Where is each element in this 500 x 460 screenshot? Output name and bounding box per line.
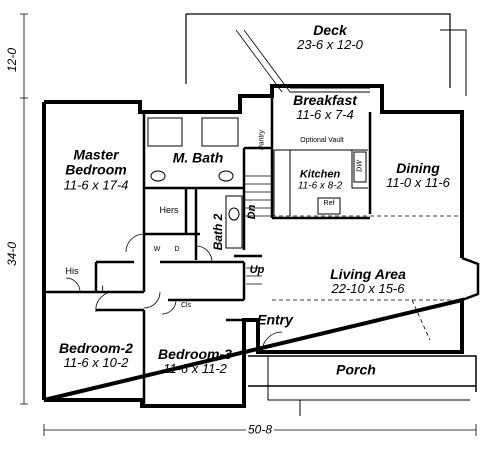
- deck-name: Deck: [313, 22, 347, 39]
- breakfast-label: Breakfast 11-6 x 7-4: [293, 92, 357, 123]
- breakfast-name: Breakfast: [293, 92, 357, 109]
- dimension-lines: [20, 13, 477, 436]
- porch-outline: [248, 355, 477, 392]
- stairs: [244, 175, 272, 285]
- bath2-name: Bath 2: [211, 213, 225, 251]
- optional-vault-label: Optional Vault: [300, 137, 344, 145]
- kitchen-size: 11-6 x 8-2: [297, 180, 343, 192]
- dishwasher-label: DW: [356, 160, 364, 172]
- kitchen-counters: [273, 149, 368, 216]
- door-swings: [65, 233, 283, 353]
- dryer-label: D: [174, 246, 180, 254]
- deck-depth-dimension: 12-0: [5, 47, 19, 73]
- deck-stair: [235, 29, 291, 93]
- master-bedroom-size: 11-6 x 17-4: [63, 177, 129, 193]
- bedroom3-size: 11-6 x 11-2: [163, 361, 227, 377]
- master-bath-name: M. Bath: [170, 149, 226, 166]
- deck-railing: [440, 29, 467, 96]
- porch-name: Porch: [336, 361, 376, 378]
- dining-size: 11-0 x 11-6: [386, 175, 450, 191]
- hers-closet-label: Hers: [159, 205, 179, 216]
- living-area-label: Living Area 22-10 x 15-6: [330, 266, 406, 297]
- bedroom3-label: Bedroom-3 11-6 x 11-2: [158, 346, 232, 377]
- closet-label: Cls: [180, 302, 192, 310]
- kitchen-name: Kitchen: [299, 168, 341, 181]
- master-bedroom-label: Master Bedroom 11-6 x 17-4: [64, 147, 129, 192]
- house-depth-dimension: 34-0: [5, 241, 19, 267]
- washer-label: W: [153, 246, 161, 254]
- stairs-down-label: Dn: [246, 204, 258, 220]
- stairs-up-label: Up: [249, 263, 265, 276]
- bedroom2-label: Bedroom-2 11-6 x 10-2: [59, 340, 133, 371]
- bath-fixtures: [147, 117, 243, 249]
- deck-label: Deck 23-6 x 12-0: [297, 22, 363, 53]
- living-area-name: Living Area: [330, 266, 406, 283]
- pantry-label: Pantry: [258, 129, 266, 151]
- dining-label: Dining 11-0 x 11-6: [386, 160, 450, 191]
- master-bedroom-name-2: Bedroom: [65, 161, 127, 178]
- porch-columns: [267, 356, 470, 416]
- his-closet-label: His: [65, 266, 79, 277]
- entry-name: Entry: [257, 311, 293, 328]
- breakfast-size: 11-6 x 7-4: [296, 107, 354, 123]
- breakfast-windows: [290, 87, 370, 93]
- living-area-size: 22-10 x 15-6: [331, 281, 405, 297]
- living-bay-window: [461, 256, 480, 302]
- vault-line: [272, 215, 462, 341]
- dining-name: Dining: [396, 160, 440, 177]
- kitchen-label: Kitchen 11-6 x 8-2: [298, 168, 342, 191]
- master-bedroom-name-1: Master: [73, 146, 119, 163]
- interior-walls: [44, 96, 372, 406]
- deck-outline: [185, 13, 451, 88]
- bedroom3-name: Bedroom-3: [158, 346, 232, 363]
- bedroom2-size: 11-6 x 10-2: [63, 355, 129, 371]
- bedroom2-name: Bedroom-2: [59, 340, 133, 357]
- house-width-dimension: 50-8: [245, 422, 275, 437]
- linen-closet-label: L: [101, 284, 107, 295]
- deck-size: 23-6 x 12-0: [297, 37, 363, 53]
- refrigerator-label: Ref: [323, 200, 335, 208]
